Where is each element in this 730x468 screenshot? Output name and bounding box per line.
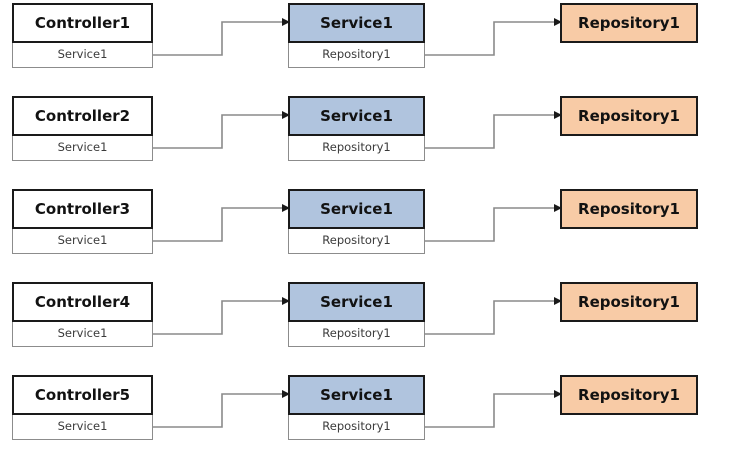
- controller-node[interactable]: Controller2 Service1: [12, 96, 153, 161]
- controller-node-title: Controller1: [12, 3, 153, 43]
- connector-controller-to-service: [153, 393, 282, 428]
- architecture-diagram-canvas: Controller1 Service1 Service1 Repository…: [0, 0, 730, 440]
- controller-node[interactable]: Controller5 Service1: [12, 375, 153, 440]
- service-node-compartment: Repository1: [288, 415, 425, 440]
- controller-node[interactable]: Controller4 Service1: [12, 282, 153, 347]
- diagram-row: Controller4 Service1 Service1 Repository…: [0, 279, 730, 375]
- controller-node-title: Controller2: [12, 96, 153, 136]
- repository-node-title: Repository1: [560, 282, 698, 322]
- connector-controller-to-service: [153, 207, 282, 242]
- connector-service-to-repository: [425, 300, 554, 335]
- controller-node-title: Controller5: [12, 375, 153, 415]
- connector-controller-to-service: [153, 300, 282, 335]
- controller-node-title: Controller4: [12, 282, 153, 322]
- repository-node[interactable]: Repository1: [560, 375, 698, 415]
- controller-node-compartment: Service1: [12, 43, 153, 68]
- connector-service-to-repository: [425, 114, 554, 149]
- service-node-compartment: Repository1: [288, 229, 425, 254]
- controller-node-compartment: Service1: [12, 229, 153, 254]
- service-node-compartment: Repository1: [288, 322, 425, 347]
- service-node-compartment: Repository1: [288, 43, 425, 68]
- controller-node-compartment: Service1: [12, 415, 153, 440]
- diagram-row: Controller2 Service1 Service1 Repository…: [0, 93, 730, 189]
- connector-service-to-repository: [425, 207, 554, 242]
- controller-node[interactable]: Controller3 Service1: [12, 189, 153, 254]
- repository-node[interactable]: Repository1: [560, 189, 698, 229]
- connector-service-to-repository: [425, 393, 554, 428]
- repository-node-title: Repository1: [560, 189, 698, 229]
- repository-node[interactable]: Repository1: [560, 96, 698, 136]
- repository-node-title: Repository1: [560, 96, 698, 136]
- connector-controller-to-service: [153, 114, 282, 149]
- connector-controller-to-service: [153, 21, 282, 56]
- service-node-compartment: Repository1: [288, 136, 425, 161]
- service-node[interactable]: Service1 Repository1: [288, 96, 425, 161]
- connector-service-to-repository: [425, 21, 554, 56]
- diagram-row: Controller3 Service1 Service1 Repository…: [0, 186, 730, 282]
- service-node-title: Service1: [288, 3, 425, 43]
- repository-node[interactable]: Repository1: [560, 3, 698, 43]
- controller-node[interactable]: Controller1 Service1: [12, 3, 153, 68]
- repository-node[interactable]: Repository1: [560, 282, 698, 322]
- service-node-title: Service1: [288, 189, 425, 229]
- service-node[interactable]: Service1 Repository1: [288, 375, 425, 440]
- service-node-title: Service1: [288, 375, 425, 415]
- diagram-row: Controller1 Service1 Service1 Repository…: [0, 0, 730, 96]
- repository-node-title: Repository1: [560, 375, 698, 415]
- service-node[interactable]: Service1 Repository1: [288, 282, 425, 347]
- controller-node-title: Controller3: [12, 189, 153, 229]
- diagram-row: Controller5 Service1 Service1 Repository…: [0, 372, 730, 468]
- service-node[interactable]: Service1 Repository1: [288, 3, 425, 68]
- service-node[interactable]: Service1 Repository1: [288, 189, 425, 254]
- controller-node-compartment: Service1: [12, 136, 153, 161]
- service-node-title: Service1: [288, 96, 425, 136]
- controller-node-compartment: Service1: [12, 322, 153, 347]
- repository-node-title: Repository1: [560, 3, 698, 43]
- service-node-title: Service1: [288, 282, 425, 322]
